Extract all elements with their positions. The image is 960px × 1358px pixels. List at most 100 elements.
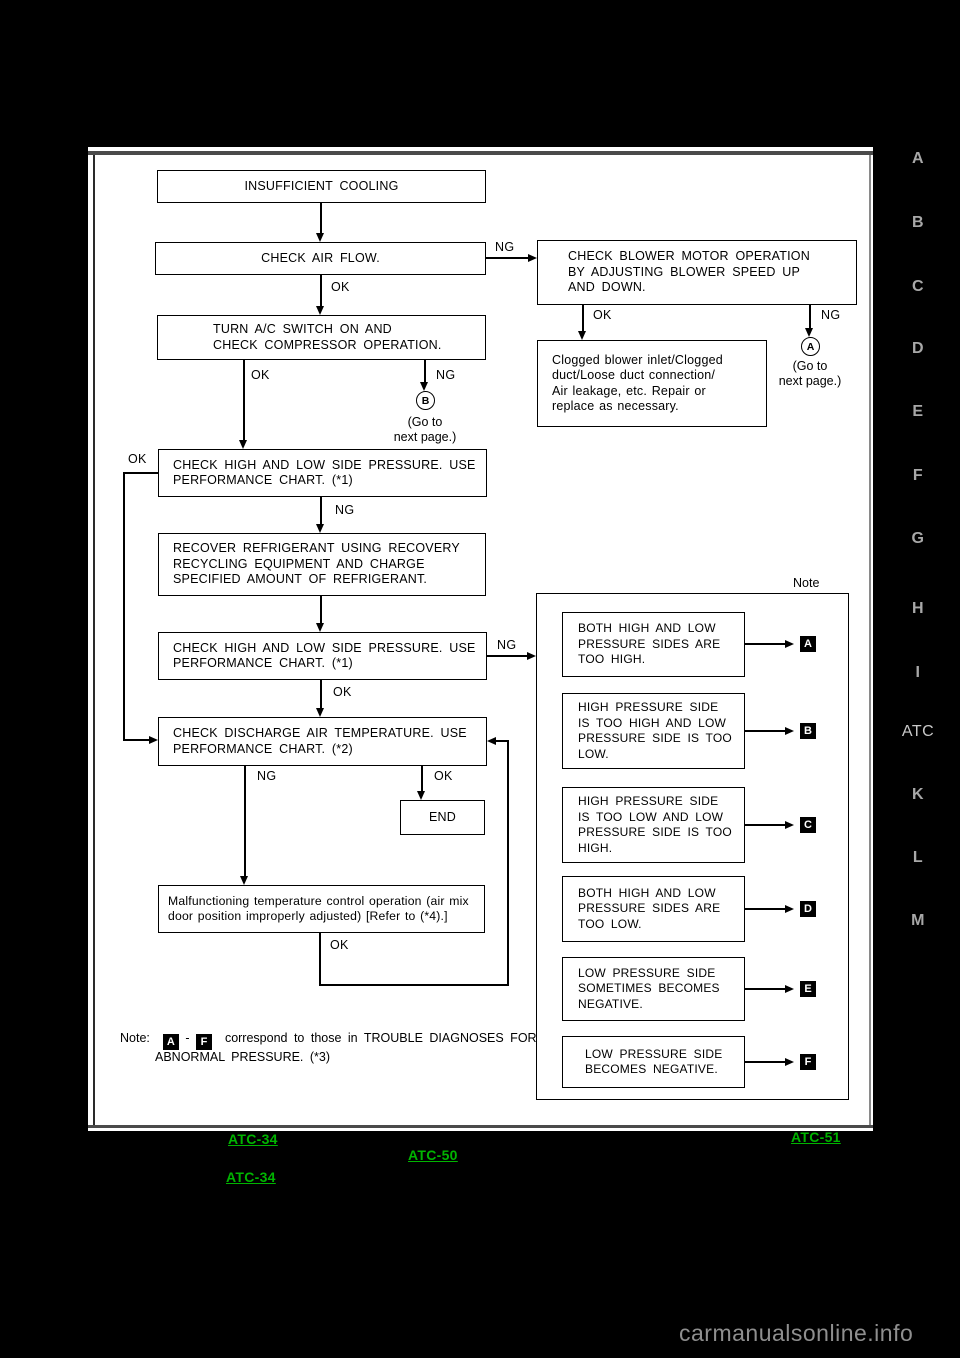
goto-next-page-a: (Go to next page.)	[758, 359, 862, 389]
pressure-tag-c-letter: C	[804, 819, 812, 831]
pressure-tag-e: E	[800, 981, 816, 997]
footnote-chip-a: A	[162, 1034, 179, 1050]
box-check-blower-motor: CHECK BLOWER MOTOR OPERATION BY ADJUSTIN…	[537, 240, 857, 305]
note-box-d: BOTH HIGH AND LOW PRESSURE SIDES ARE TOO…	[562, 876, 745, 942]
connector-circle-b-letter: B	[421, 394, 430, 407]
line	[809, 305, 811, 330]
note-box-c: HIGH PRESSURE SIDE IS TOO LOW AND LOW PR…	[562, 787, 745, 863]
line	[745, 824, 787, 826]
figure-right-border	[869, 155, 871, 1125]
note-box-e-line1: LOW PRESSURE SIDE	[578, 965, 716, 980]
note-box-d-line3: TOO LOW.	[578, 916, 642, 931]
goto-b-line2: next page.)	[393, 430, 457, 444]
line	[421, 766, 423, 793]
note-box-c-line4: HIGH.	[578, 840, 613, 855]
section-tab-f: F	[912, 467, 924, 484]
arrow-left-icon	[487, 736, 496, 745]
line	[424, 360, 426, 384]
line	[320, 203, 322, 235]
pressure-tag-a-letter: A	[804, 638, 812, 650]
reference-link-atc-34-b[interactable]: ATC-34	[226, 1169, 276, 1185]
note-box-c-line2: IS TOO LOW AND LOW	[578, 809, 724, 824]
line	[486, 257, 530, 259]
box-check-pressure-2-line1: CHECK HIGH AND LOW SIDE PRESSURE. USE	[173, 640, 476, 655]
box-recover-line1: RECOVER REFRIGERANT USING RECOVERY	[173, 541, 460, 556]
footnote-prefix: Note:	[120, 1031, 150, 1045]
footnote-text2: ABNORMAL PRESSURE. (*3)	[155, 1050, 331, 1064]
figure-bottom-rule	[88, 1125, 873, 1128]
label-ng-blower: NG	[821, 308, 841, 322]
section-tab-i: I	[915, 664, 921, 681]
line	[745, 643, 787, 645]
arrow-down-icon	[578, 331, 586, 340]
label-ng-airflow: NG	[495, 240, 515, 254]
line	[123, 472, 125, 741]
line	[507, 741, 509, 986]
box-check-blower-line2: BY ADJUSTING BLOWER SPEED UP	[568, 264, 801, 279]
note-box-e-line2: SOMETIMES BECOMES	[578, 981, 720, 996]
box-check-air-flow-text: CHECK AIR FLOW.	[261, 250, 380, 265]
box-recover-refrigerant: RECOVER REFRIGERANT USING RECOVERY RECYC…	[158, 533, 486, 596]
footnote-chip-f-letter: F	[200, 1036, 208, 1048]
box-check-discharge-line1: CHECK DISCHARGE AIR TEMPERATURE. USE	[173, 726, 467, 740]
pressure-tag-a: A	[800, 636, 816, 652]
note-box-f-line2: BECOMES NEGATIVE.	[585, 1062, 718, 1076]
reference-link-atc-50[interactable]: ATC-50	[408, 1147, 458, 1163]
arrow-right-icon	[785, 1057, 794, 1066]
line	[243, 360, 245, 442]
note-box-d-line2: PRESSURE SIDES ARE	[578, 901, 721, 916]
line	[745, 988, 787, 990]
footnote-line1: Note: A - F correspond to those in TROUB…	[120, 1031, 537, 1050]
section-tab-b: B	[911, 214, 925, 231]
label-ok-blower: OK	[593, 308, 612, 322]
note-box-b-line3: PRESSURE SIDE IS TOO	[578, 731, 732, 745]
box-malfunctioning-temp-control: Malfunctioning temperature control opera…	[158, 885, 485, 933]
note-box-a-line2: PRESSURE SIDES ARE	[578, 636, 721, 651]
line	[320, 680, 322, 711]
label-ok-malfunction: OK	[330, 938, 349, 952]
note-box-a: BOTH HIGH AND LOW PRESSURE SIDES ARE TOO…	[562, 612, 745, 677]
connector-circle-a-letter: A	[806, 340, 815, 353]
arrow-right-icon	[785, 820, 794, 829]
arrow-down-icon	[240, 876, 248, 885]
label-ng-pressure1: NG	[335, 503, 355, 517]
note-box-b-line2: IS TOO HIGH AND LOW	[578, 715, 727, 730]
box-check-air-flow: CHECK AIR FLOW.	[155, 242, 486, 275]
box-turn-ac-line2: CHECK COMPRESSOR OPERATION.	[213, 337, 442, 352]
goto-a-line1: (Go to	[792, 359, 828, 373]
reference-link-atc-51[interactable]: ATC-51	[791, 1129, 841, 1145]
line	[745, 730, 787, 732]
arrow-down-icon	[805, 328, 813, 337]
arrow-right-icon	[785, 984, 794, 993]
note-box-a-line3: TOO HIGH.	[578, 652, 646, 667]
arrow-down-icon	[316, 233, 324, 242]
box-clogged-line3: Air leakage, etc. Repair or	[552, 383, 706, 398]
section-tab-d: D	[911, 340, 925, 357]
box-end-text: END	[429, 809, 456, 824]
box-check-pressure-1-line2: PERFORMANCE CHART. (*1)	[173, 473, 353, 487]
line	[320, 497, 322, 527]
section-tab-g: G	[911, 530, 925, 547]
goto-a-line2: next page.)	[778, 374, 842, 388]
box-malfunction-line1: Malfunctioning temperature control opera…	[168, 893, 469, 908]
box-recover-line2: RECYCLING EQUIPMENT AND CHARGE	[173, 556, 425, 571]
line	[745, 1061, 787, 1063]
line	[319, 984, 509, 986]
box-clogged-blower: Clogged blower inlet/Clogged duct/Loose …	[537, 340, 767, 427]
note-box-e: LOW PRESSURE SIDE SOMETIMES BECOMES NEGA…	[562, 957, 745, 1021]
box-check-pressure-2-line2: PERFORMANCE CHART. (*1)	[173, 656, 353, 670]
arrow-right-icon	[527, 651, 536, 660]
pressure-tag-c: C	[800, 817, 816, 833]
box-clogged-line2: duct/Loose duct connection/	[552, 368, 716, 382]
line	[244, 766, 246, 878]
box-check-blower-line1: CHECK BLOWER MOTOR OPERATION	[568, 249, 810, 264]
reference-link-atc-34-a[interactable]: ATC-34	[228, 1131, 278, 1147]
note-box-c-line3: PRESSURE SIDE IS TOO	[578, 825, 732, 839]
line	[487, 655, 528, 657]
arrow-down-icon	[417, 791, 425, 800]
label-ok-discharge: OK	[434, 769, 453, 783]
box-insufficient-cooling-text: INSUFFICIENT COOLING	[244, 178, 399, 193]
note-box-a-line1: BOTH HIGH AND LOW	[578, 621, 716, 636]
section-tab-k: K	[911, 786, 925, 803]
